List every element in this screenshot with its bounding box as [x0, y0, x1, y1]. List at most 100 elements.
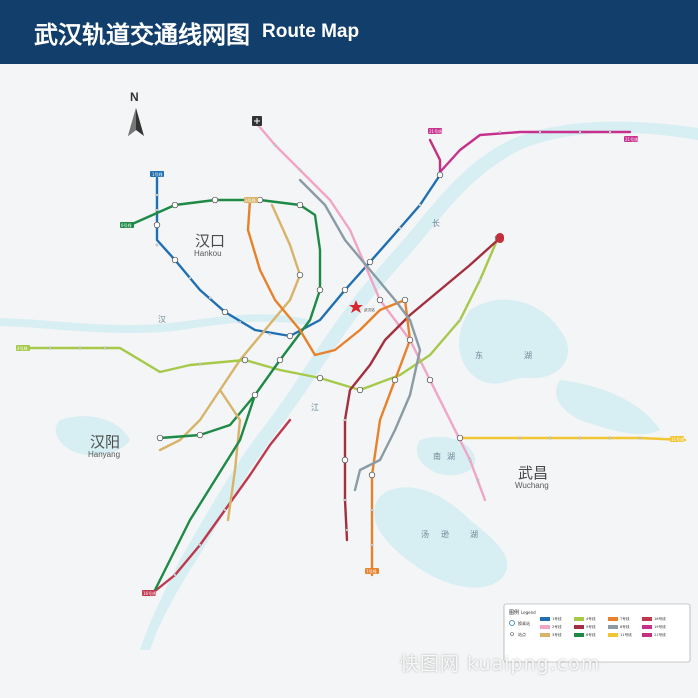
station-dot[interactable]	[578, 130, 582, 134]
transfer-station[interactable]	[356, 386, 364, 394]
svg-text:21号线: 21号线	[625, 136, 638, 142]
railway-station-icon[interactable]	[349, 300, 363, 313]
station-dot[interactable]	[208, 296, 212, 300]
station-dot[interactable]	[398, 226, 402, 230]
legend-line-swatch	[540, 625, 550, 629]
ordinary-stations	[48, 130, 642, 577]
transfer-station[interactable]	[256, 196, 264, 204]
terminal-line-1[interactable]: 1号线	[150, 171, 164, 177]
terminal-line-16[interactable]: 16号线	[142, 590, 156, 596]
district-hankou-cn: 汉口	[195, 232, 225, 250]
station-dot[interactable]	[238, 320, 242, 324]
station-dot[interactable]	[155, 193, 159, 197]
water-label-hu-2: 湖	[447, 452, 455, 461]
terminal-line-3[interactable]: 3号线	[244, 197, 258, 203]
yangtze-river	[140, 121, 698, 650]
transfer-station[interactable]	[296, 201, 304, 209]
station-dot[interactable]	[273, 143, 277, 147]
station-dot[interactable]	[198, 362, 202, 366]
water-label-han: 汉	[158, 315, 166, 324]
line-11-route	[458, 436, 687, 442]
transfer-station[interactable]	[286, 332, 294, 340]
transfer-station[interactable]	[241, 356, 249, 364]
transfer-station[interactable]	[296, 271, 304, 279]
transfer-station[interactable]	[436, 171, 444, 179]
station-dot[interactable]	[223, 508, 227, 512]
route-map: 汉口 Hankou 汉阳 Hanyang 武昌 Wuchang 长 江 东 湖 …	[0, 90, 698, 663]
station-dot[interactable]	[345, 528, 349, 532]
landmark-wuhan-station: 武汉站	[349, 300, 375, 313]
station-dot[interactable]	[198, 543, 202, 547]
transfer-station[interactable]	[196, 431, 204, 439]
station-dot[interactable]	[608, 130, 612, 134]
station-dot[interactable]	[155, 243, 159, 247]
transfer-station[interactable]	[341, 286, 349, 294]
airport	[252, 116, 262, 126]
terminal-line-4[interactable]: 4号线	[16, 345, 30, 351]
transfer-station[interactable]	[221, 308, 229, 316]
terminal-line-21-east[interactable]: 21号线	[624, 136, 638, 142]
transfer-station[interactable]	[251, 391, 259, 399]
station-dot[interactable]	[155, 208, 159, 212]
legend-line-item: 8号线	[608, 624, 630, 629]
station-dot[interactable]	[173, 573, 177, 577]
legend-line-swatch	[574, 625, 584, 629]
station-dot[interactable]	[608, 436, 612, 440]
transfer-station[interactable]	[341, 456, 349, 464]
transfer-station[interactable]	[156, 434, 164, 442]
station-dot[interactable]	[48, 346, 52, 350]
station-dot[interactable]	[498, 130, 502, 134]
station-dot[interactable]	[103, 346, 107, 350]
station-dot[interactable]	[468, 458, 472, 462]
water-label-hu-3: 湖	[470, 530, 478, 539]
transfer-station[interactable]	[368, 471, 376, 479]
transfer-station[interactable]	[391, 376, 399, 384]
svg-text:4号线: 4号线	[17, 345, 28, 351]
terminal-line-7[interactable]: 7号线	[365, 568, 379, 574]
transfer-station[interactable]	[456, 434, 464, 442]
transfer-station[interactable]	[153, 221, 161, 229]
station-dot[interactable]	[268, 332, 272, 336]
station-dot[interactable]	[476, 478, 480, 482]
terminal-line-6[interactable]: 6号线	[120, 222, 134, 228]
station-dot[interactable]	[298, 168, 302, 172]
station-dot[interactable]	[638, 436, 642, 440]
svg-text:16号线: 16号线	[143, 590, 156, 596]
transfer-station[interactable]	[366, 258, 374, 266]
transfer-station[interactable]	[426, 376, 434, 384]
legend-line-item: 4号线	[574, 616, 596, 621]
svg-text:7号线: 7号线	[366, 568, 377, 574]
terminal-line-21[interactable]: 21号线	[428, 128, 442, 134]
terminal-line-11[interactable]: 11号线	[670, 436, 684, 442]
transfer-station[interactable]	[316, 286, 324, 294]
han-river	[0, 314, 312, 334]
transfer-station[interactable]	[276, 356, 284, 364]
station-dot[interactable]	[343, 418, 347, 422]
station-dot[interactable]	[370, 543, 374, 547]
station-dot[interactable]	[418, 203, 422, 207]
station-dot[interactable]	[78, 346, 82, 350]
line-8-route	[298, 178, 422, 492]
transfer-station[interactable]	[171, 201, 179, 209]
station-dot[interactable]	[548, 436, 552, 440]
station-dot[interactable]	[578, 436, 582, 440]
transfer-station[interactable]	[171, 256, 179, 264]
station-dot[interactable]	[458, 318, 462, 322]
transfer-station[interactable]	[316, 374, 324, 382]
station-dot[interactable]	[370, 508, 374, 512]
station-dot[interactable]	[518, 436, 522, 440]
legend-line-label: 8号线	[620, 624, 630, 629]
legend-station-label: 站点	[518, 631, 526, 637]
station-dot[interactable]	[478, 278, 482, 282]
transfer-station[interactable]	[376, 296, 384, 304]
transfer-station[interactable]	[211, 196, 219, 204]
compass: N	[128, 90, 144, 136]
transfer-station[interactable]	[406, 336, 414, 344]
line-2-airport-route	[428, 138, 442, 177]
terminal-line-5[interactable]	[496, 233, 504, 243]
station-dot[interactable]	[538, 130, 542, 134]
legend-title: 图例	[509, 609, 519, 616]
station-dot[interactable]	[343, 498, 347, 502]
transfer-station[interactable]	[401, 296, 409, 304]
station-dot[interactable]	[188, 276, 192, 280]
